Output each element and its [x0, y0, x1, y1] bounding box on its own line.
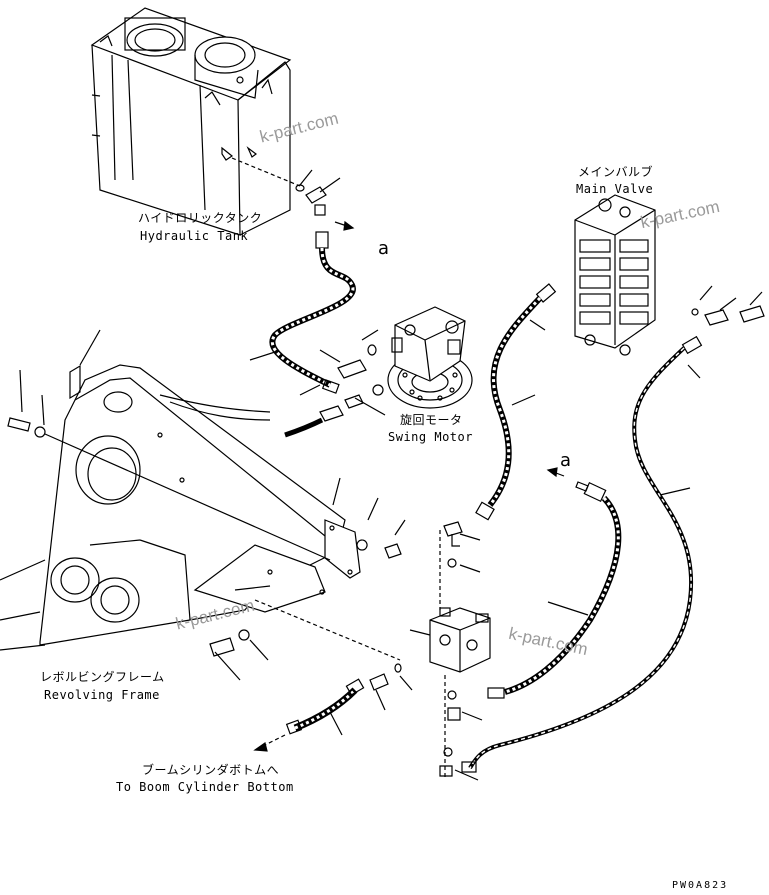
tank-to-motor-hose: [249, 231, 356, 396]
main-valve-label-en: Main Valve: [576, 182, 654, 196]
main-valve: [574, 194, 765, 356]
valve-hose-left: [475, 283, 557, 521]
tank-outlet-fittings: [231, 157, 355, 231]
block-fittings: [369, 521, 483, 781]
boom-cylinder-label-en: To Boom Cylinder Bottom: [116, 780, 294, 794]
revolving-frame-label-en: Revolving Frame: [44, 688, 160, 702]
valve-hose-right: [461, 335, 703, 773]
control-block: [409, 530, 491, 780]
drawing-code: PW0A823: [672, 880, 729, 891]
boom-hose: [253, 678, 365, 752]
hydraulic-tank: [90, 7, 292, 236]
boom-cylinder-label-jp: ブームシリンダボトムへ: [142, 763, 280, 777]
main-valve-label-jp: メインバルブ: [578, 165, 654, 179]
swing-motor: [387, 306, 473, 409]
left-bolts: [7, 369, 331, 561]
callout-a-top: a: [378, 238, 390, 259]
callout-a-mid: a: [560, 450, 572, 471]
hydraulic-tank-label-jp: ハイドロリックタンク: [138, 211, 263, 225]
a-hose: [487, 467, 622, 699]
swing-motor-label-jp: 旋回モータ: [400, 413, 463, 427]
frame-bracket: [193, 477, 406, 613]
swing-motor-label-en: Swing Motor: [388, 430, 473, 444]
frame-fittings-lower: [209, 599, 401, 681]
hydraulic-tank-label-en: Hydraulic Tank: [140, 229, 249, 243]
motor-fittings: [284, 329, 386, 438]
revolving-frame-label-jp: レボルビングフレーム: [40, 670, 165, 684]
